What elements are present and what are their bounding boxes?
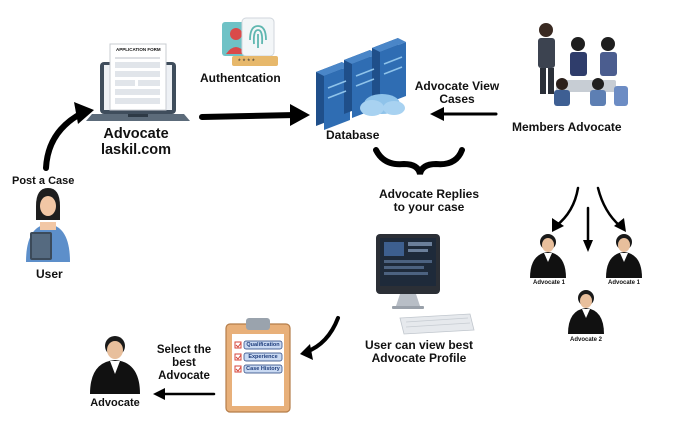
select-best-line2: best: [172, 356, 196, 369]
clipboard-item-experience: Experience: [248, 354, 278, 360]
clipboard-icon: [225, 318, 291, 413]
advocate-site-label: Advocate laskil.com: [96, 126, 176, 158]
flow-arrows: [43, 102, 626, 400]
arrowhead-monitor-to-clipboard: [300, 344, 313, 360]
user-label: User: [36, 267, 63, 281]
meeting-people-icon: [538, 23, 628, 106]
authentication-label: Authentcation: [200, 71, 281, 85]
clipboard-item-case-history: Case History: [246, 366, 280, 372]
advocate-view-cases-line2: Cases: [439, 92, 475, 107]
advocate-2-label: Advocate 2: [569, 337, 602, 343]
advocate-replies-label: Advocate Replies to your case: [376, 187, 482, 215]
advocate-site-line1: Advocate: [103, 126, 169, 142]
application-form-title: APPLICATION FORM: [116, 47, 161, 52]
database-label: Database: [326, 128, 380, 142]
arrow-monitor-to-clipboard: [304, 316, 340, 354]
post-a-case-label: Post a Case: [12, 175, 75, 187]
arrowhead-clipboard-to-advocate: [153, 388, 165, 400]
authentication-icon: * * * *: [222, 17, 278, 66]
user-can-view-line2: Advocate Profile: [371, 351, 467, 366]
clipboard-item-qualification: Qualification: [246, 342, 280, 348]
arrowhead-laptop-to-database: [290, 104, 310, 126]
user-can-view-line1: User can view best: [364, 338, 474, 352]
brace-database: [373, 147, 465, 175]
arrow-to-advocate-1-right: [596, 186, 622, 228]
user-can-view-label: User can view best Advocate Profile: [352, 338, 486, 366]
advocate-view-cases-label: Advocate View Cases: [408, 79, 506, 107]
select-best-line3: Advocate: [158, 369, 210, 382]
database-servers-icon: [316, 38, 406, 130]
select-best-advocate-label: Select the best Advocate: [148, 344, 220, 383]
desktop-monitor-icon: [376, 234, 475, 335]
advocate-figure-icon: [90, 234, 642, 394]
user-person-icon: [26, 188, 70, 262]
arrowhead-user-to-laptop: [74, 102, 94, 124]
arrowhead-to-advocate-2: [583, 240, 593, 252]
advocate-view-cases-line1: Advocate View: [414, 79, 500, 93]
select-best-line1: Select the: [156, 344, 212, 356]
svg-text:* * * *: * * * *: [238, 59, 255, 66]
arrow-to-advocate-1-left: [554, 186, 580, 228]
laptop-icon: [86, 43, 190, 121]
arrow-laptop-to-database: [199, 112, 299, 120]
advocate-1-left-label: Advocate 1: [532, 280, 565, 286]
members-advocate-label: Members Advocate: [512, 120, 622, 134]
advocate-1-right-label: Advocate 1: [607, 280, 640, 286]
advocate-site-line2: laskil.com: [100, 142, 172, 159]
arrowhead-members-to-database: [430, 107, 444, 121]
advocate-bottom-label: Advocate: [90, 397, 140, 409]
advocate-replies-line1: Advocate Replies: [378, 187, 480, 201]
arrowhead-to-advocate-1-right: [614, 218, 626, 232]
advocate-replies-line2: to your case: [393, 200, 465, 215]
arrowhead-to-advocate-1-left: [552, 218, 564, 232]
